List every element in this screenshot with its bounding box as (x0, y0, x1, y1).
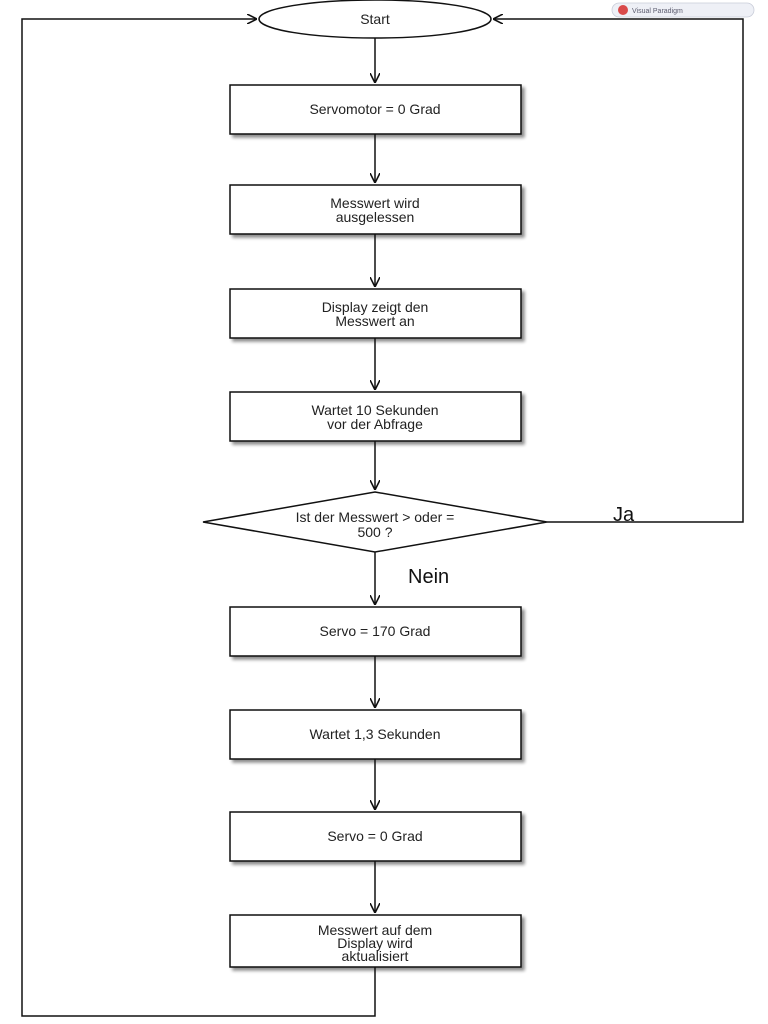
step-servomotor-zero-label: Servomotor = 0 Grad (309, 101, 440, 117)
step-wait-1-3s-label: Wartet 1,3 Sekunden (309, 726, 440, 742)
step-display-value-line2: Messwert an (335, 313, 414, 329)
step-read-value-line2: ausgelessen (336, 209, 415, 225)
step-display-value-line1: Display zeigt den (322, 299, 429, 315)
step-wait-10s-line2: vor der Abfrage (327, 416, 423, 432)
arrow-yes-loop (494, 19, 744, 523)
step-read-value: Messwert wird ausgelessen (229, 184, 522, 235)
decision-threshold: Ist der Messwert > oder = 500 ? (202, 491, 548, 553)
decision-line1: Ist der Messwert > oder = (296, 509, 455, 525)
step-update-display: Messwert auf dem Display wird aktualisie… (229, 914, 522, 968)
step-update-display-line2: Display wird (337, 935, 412, 951)
step-servomotor-zero: Servomotor = 0 Grad (229, 84, 522, 135)
step-servo-170: Servo = 170 Grad (229, 606, 522, 657)
step-servo-zero-label: Servo = 0 Grad (327, 828, 422, 844)
step-servo-170-label: Servo = 170 Grad (320, 623, 431, 639)
step-servo-zero: Servo = 0 Grad (229, 811, 522, 862)
arrow-return-loop (21, 19, 376, 1017)
yes-label: Ja (613, 504, 635, 526)
step-wait-10s: Wartet 10 Sekunden vor der Abfrage (229, 391, 522, 442)
step-update-display-line1: Messwert auf dem (318, 922, 432, 938)
watermark-text: Visual Paradigm (632, 8, 683, 15)
watermark: Visual Paradigm (611, 2, 755, 18)
step-wait-1-3s: Wartet 1,3 Sekunden (229, 709, 522, 760)
start-node: Start (258, 0, 492, 39)
no-label: Nein (408, 566, 449, 588)
visual-paradigm-logo-icon (618, 5, 628, 15)
step-display-value: Display zeigt den Messwert an (229, 288, 522, 339)
decision-line2: 500 ? (357, 524, 392, 540)
connectors (21, 19, 744, 1017)
step-read-value-line1: Messwert wird (330, 195, 419, 211)
step-update-display-line3: aktualisiert (342, 948, 409, 964)
start-label: Start (360, 11, 390, 27)
step-wait-10s-line1: Wartet 10 Sekunden (311, 402, 438, 418)
